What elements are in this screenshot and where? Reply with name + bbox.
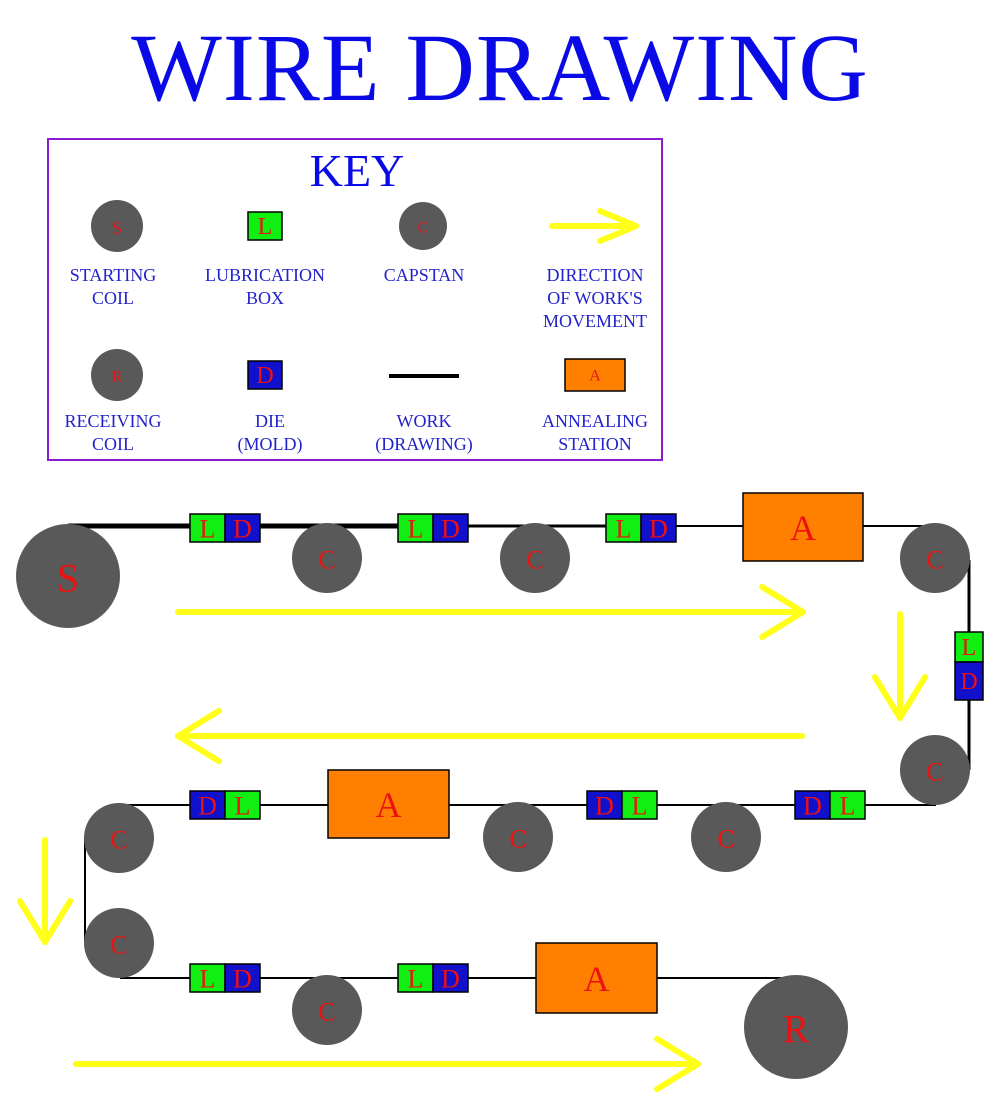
lube-die-1-die: [224, 513, 261, 543]
lube-die-9-lube: [397, 963, 434, 993]
key-panel: KEY: [47, 138, 663, 461]
capstan-8-label: C: [110, 931, 127, 960]
arrow-row-3-head: [654, 1035, 701, 1093]
lube-die-3-lube: [605, 513, 642, 543]
capstan-4-label: C: [926, 758, 943, 787]
key-capstan-symbol: [399, 202, 447, 250]
key-capstan-symbol-label: C: [418, 220, 429, 237]
capstan-2-label: C: [526, 546, 543, 575]
page-title: WIRE DRAWING: [131, 14, 869, 121]
capstan-7: [84, 803, 154, 873]
die-lube-6-die-label: D: [595, 792, 614, 821]
key-label-capstan: CAPSTAN: [383, 265, 465, 285]
capstan-6: [483, 802, 553, 872]
die-lube-7-lube: [224, 790, 261, 820]
lube-die-1-lube-label: L: [200, 515, 216, 544]
lube-die-9-die: [432, 963, 469, 993]
die-lube-6-lube-label: L: [632, 792, 648, 821]
lube-die-8-die-label: D: [233, 965, 252, 994]
lube-die-9-lube-label: L: [408, 965, 424, 994]
annealing-station-3-label: A: [584, 959, 610, 999]
starting-coil: [16, 524, 120, 628]
die-lube-6-die: [586, 790, 623, 820]
lube-die-8-lube-label: L: [200, 965, 216, 994]
capstan-1-label: C: [318, 546, 335, 575]
key-heading: KEY: [309, 145, 405, 196]
capstan-9-label: C: [318, 998, 335, 1027]
lube-die-3-lube-label: L: [616, 515, 632, 544]
arrow-row-2-head: [175, 707, 222, 765]
lube-die-1-die-label: D: [233, 515, 252, 544]
key-label-work: WORK (DRAWING): [375, 411, 473, 454]
annealing-station-2: [327, 769, 450, 839]
capstan-3-label: C: [926, 546, 943, 575]
lube-die-9-die-label: D: [441, 965, 460, 994]
key-annealing-symbol: [564, 358, 626, 392]
annealing-station-1: [742, 492, 864, 562]
lube-die-8-die: [224, 963, 261, 993]
annealing-station-3: [535, 942, 658, 1014]
lube-die-2-die: [432, 513, 469, 543]
annealing-station-2-label: A: [376, 785, 402, 825]
die-lube-5-die-label: D: [803, 792, 822, 821]
key-starting-coil-symbol: [91, 200, 143, 252]
key-receiving-coil-symbol: [91, 349, 143, 401]
key-label-starting-coil: STARTING COIL: [69, 265, 157, 308]
lube-die-2-lube: [397, 513, 434, 543]
die-lube-7-lube-label: L: [235, 792, 251, 821]
lube-die-2-lube-label: L: [408, 515, 424, 544]
key-die-symbol: [247, 360, 283, 390]
capstan-8: [84, 908, 154, 978]
key-label-lubrication-box: LUBRICATION BOX: [205, 265, 325, 308]
key-receiving-coil-symbol-label: R: [112, 369, 123, 386]
annealing-station-1-label: A: [790, 508, 816, 548]
key-lubrication-box-symbol-label: L: [258, 214, 273, 240]
lube-die-1-lube: [189, 513, 226, 543]
key-annealing-symbol-label: A: [589, 368, 601, 385]
key-label-receiving-coil: RECEIVING COIL: [64, 411, 162, 454]
key-label-direction: DIRECTION OF WORK'S MOVEMENT: [543, 265, 647, 331]
lube-die-4-lube-label: L: [962, 635, 977, 661]
die-lube-5-die: [794, 790, 831, 820]
lube-die-2-die-label: D: [441, 515, 460, 544]
capstan-5: [691, 802, 761, 872]
lube-die-4-die: [954, 661, 984, 701]
key-starting-coil-symbol-label: S: [112, 218, 122, 238]
key-label-annealing: ANNEALING STATION: [542, 411, 648, 454]
lube-die-3-die: [640, 513, 677, 543]
arrow-down-left-head: [16, 898, 74, 945]
capstan-5-label: C: [717, 825, 734, 854]
die-lube-5-lube: [829, 790, 866, 820]
capstan-1: [292, 523, 362, 593]
capstan-3: [900, 523, 970, 593]
die-lube-7-die-label: D: [198, 792, 217, 821]
lube-die-3-die-label: D: [649, 515, 668, 544]
capstan-6-label: C: [509, 825, 526, 854]
capstan-7-label: C: [110, 826, 127, 855]
key-label-die: DIE (MOLD): [237, 411, 303, 454]
die-lube-6-lube: [621, 790, 658, 820]
key-direction-arrow-head: [597, 208, 639, 244]
die-lube-5-lube-label: L: [840, 792, 856, 821]
capstan-4: [900, 735, 970, 805]
capstan-2: [500, 523, 570, 593]
lube-die-4-lube: [954, 631, 984, 663]
key-die-symbol-label: D: [256, 363, 273, 389]
arrow-down-right-head: [871, 674, 929, 721]
arrow-row-1-head: [759, 583, 806, 641]
key-lubrication-box-symbol: [247, 211, 283, 241]
lube-die-4-die-label: D: [960, 669, 977, 695]
capstan-9: [292, 975, 362, 1045]
starting-coil-label: S: [57, 556, 79, 601]
receiving-coil: [744, 975, 848, 1079]
receiving-coil-label: R: [783, 1007, 810, 1052]
